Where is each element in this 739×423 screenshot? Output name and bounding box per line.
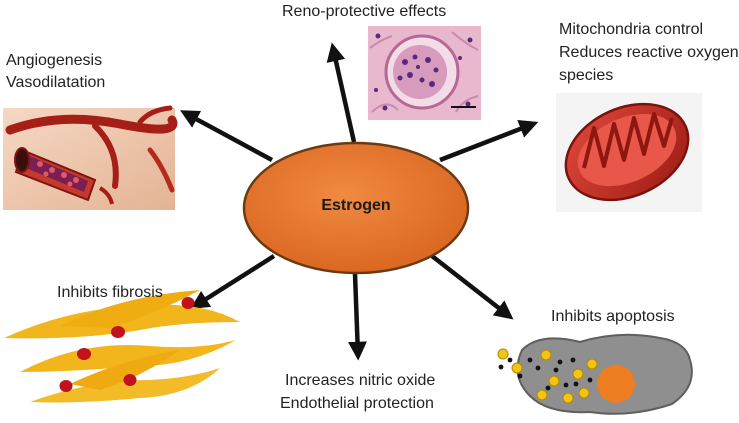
arrow-angiogenesis bbox=[180, 110, 274, 162]
ros-label: Reduces reactive oxygen bbox=[559, 44, 739, 61]
fibroblasts-image bbox=[4, 290, 240, 403]
inhibits-fibrosis-label: Inhibits fibrosis bbox=[57, 284, 163, 301]
arrow-apoptosis bbox=[430, 254, 514, 320]
mitochondria-control-label: Mitochondria control bbox=[559, 21, 704, 38]
apoptotic-cell-image bbox=[497, 333, 693, 415]
kidney-histology-image bbox=[368, 26, 481, 120]
reno-protective-label: Reno-protective effects bbox=[282, 3, 447, 20]
blood-vessel-image bbox=[3, 105, 178, 210]
arrows bbox=[180, 42, 539, 361]
ros-species-label: species bbox=[559, 67, 614, 84]
vasodilatation-label: Vasodilatation bbox=[6, 74, 106, 91]
estrogen-ellipse bbox=[242, 141, 470, 275]
inhibits-apoptosis-label: Inhibits apoptosis bbox=[551, 308, 675, 325]
nitric-oxide-label: Increases nitric oxide bbox=[285, 372, 436, 389]
angiogenesis-label: Angiogenesis bbox=[6, 52, 103, 69]
arrow-fibrosis bbox=[190, 254, 276, 310]
arrow-nitric-oxide bbox=[348, 273, 367, 361]
endothelial-protection-label: Endothelial protection bbox=[280, 395, 434, 412]
arrow-mitochondria bbox=[439, 119, 539, 163]
arrow-reno bbox=[326, 42, 357, 143]
estrogen-label: Estrogen bbox=[321, 197, 391, 214]
mitochondrion-image bbox=[556, 93, 702, 212]
